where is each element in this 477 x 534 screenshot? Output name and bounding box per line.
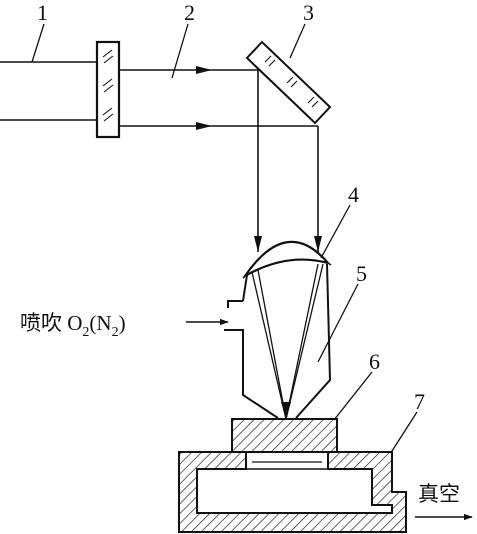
- focusing-lens: [242, 240, 332, 279]
- beam-window: [95, 40, 121, 139]
- reflecting-mirror: [245, 40, 332, 125]
- label-7: 7: [414, 389, 425, 414]
- label-1: 1: [37, 0, 48, 25]
- label-6: 6: [369, 349, 380, 374]
- nozzle: [224, 263, 332, 419]
- label-2: 2: [184, 0, 195, 25]
- label-4: 4: [348, 182, 359, 207]
- label-3: 3: [303, 0, 314, 25]
- leader-lines: [31, 23, 418, 452]
- label-5: 5: [356, 261, 367, 286]
- laser-source: [0, 61, 97, 121]
- gas-label: 喷吹 O2(N2): [20, 311, 126, 340]
- laser-beam-vertical: [254, 70, 322, 252]
- laser-beam-horizontal: [119, 66, 318, 130]
- focused-rays: [251, 263, 324, 420]
- vacuum-label: 真空: [418, 482, 460, 506]
- vacuum-table: [178, 451, 407, 533]
- workpiece: [231, 418, 338, 453]
